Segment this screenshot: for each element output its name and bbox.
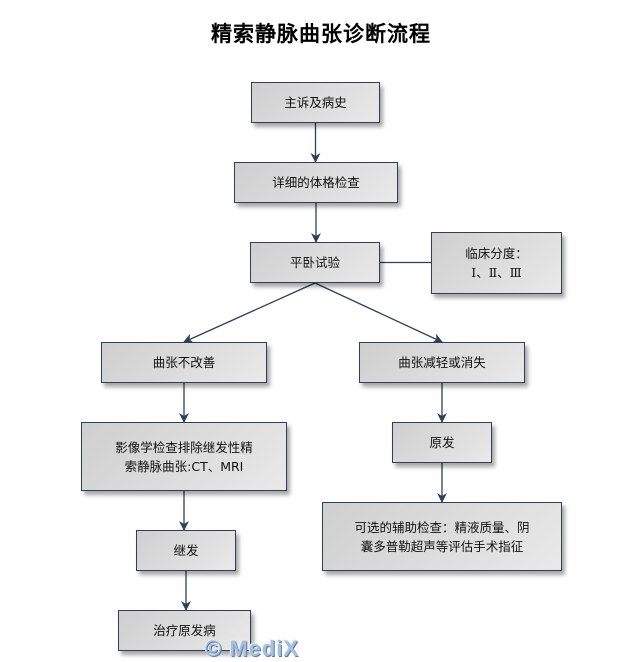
node-optional-tests-line2: 囊多普勒超声等评估手术指征 — [360, 538, 524, 554]
node-primary-text: 原发 — [429, 435, 455, 450]
edge-supine_test-to-improve — [314, 282, 443, 343]
node-supine-test: 平卧试验 — [250, 242, 380, 283]
node-improvement: 曲张减轻或消失 — [359, 342, 525, 383]
node-clinical-grading-label: 临床分度： — [465, 246, 528, 261]
node-no-improvement: 曲张不改善 — [101, 342, 267, 383]
node-physical-exam-text: 详细的体格检查 — [272, 175, 360, 190]
node-optional-tests: 可选的辅助检查：精液质量、阴 囊多普勒超声等评估手术指征 — [322, 502, 562, 571]
edge-supine_test-to-no_improve — [183, 282, 316, 343]
node-secondary: 继发 — [136, 530, 236, 571]
medix-watermark: © MediX — [205, 636, 300, 661]
node-clinical-grading: 临床分度： Ⅰ、Ⅱ、Ⅲ — [431, 232, 562, 294]
node-supine-test-text: 平卧试验 — [289, 255, 340, 270]
node-imaging-line1: 影像学检查排除继发性精 — [115, 439, 253, 455]
node-physical-exam: 详细的体格检查 — [234, 162, 398, 203]
node-history: 主诉及病史 — [251, 82, 380, 123]
node-treat-primary-disease-text: 治疗原发病 — [153, 623, 216, 638]
node-optional-tests-line1: 可选的辅助检查：精液质量、阴 — [354, 519, 530, 535]
node-no-improvement-text: 曲张不改善 — [152, 355, 216, 370]
node-improvement-text: 曲张减轻或消失 — [398, 355, 486, 370]
node-secondary-text: 继发 — [173, 543, 199, 558]
node-history-text: 主诉及病史 — [284, 95, 347, 110]
node-clinical-grading-values: Ⅰ、Ⅱ、Ⅲ — [471, 265, 522, 280]
node-imaging: 影像学检查排除继发性精 索静脉曲张:CT、MRI — [81, 422, 287, 491]
node-treat-primary-disease: 治疗原发病 — [118, 610, 251, 651]
node-primary: 原发 — [392, 422, 492, 463]
node-imaging-line2: 索静脉曲张:CT、MRI — [124, 458, 244, 474]
diagram-title: 精索静脉曲张诊断流程 — [211, 22, 431, 46]
